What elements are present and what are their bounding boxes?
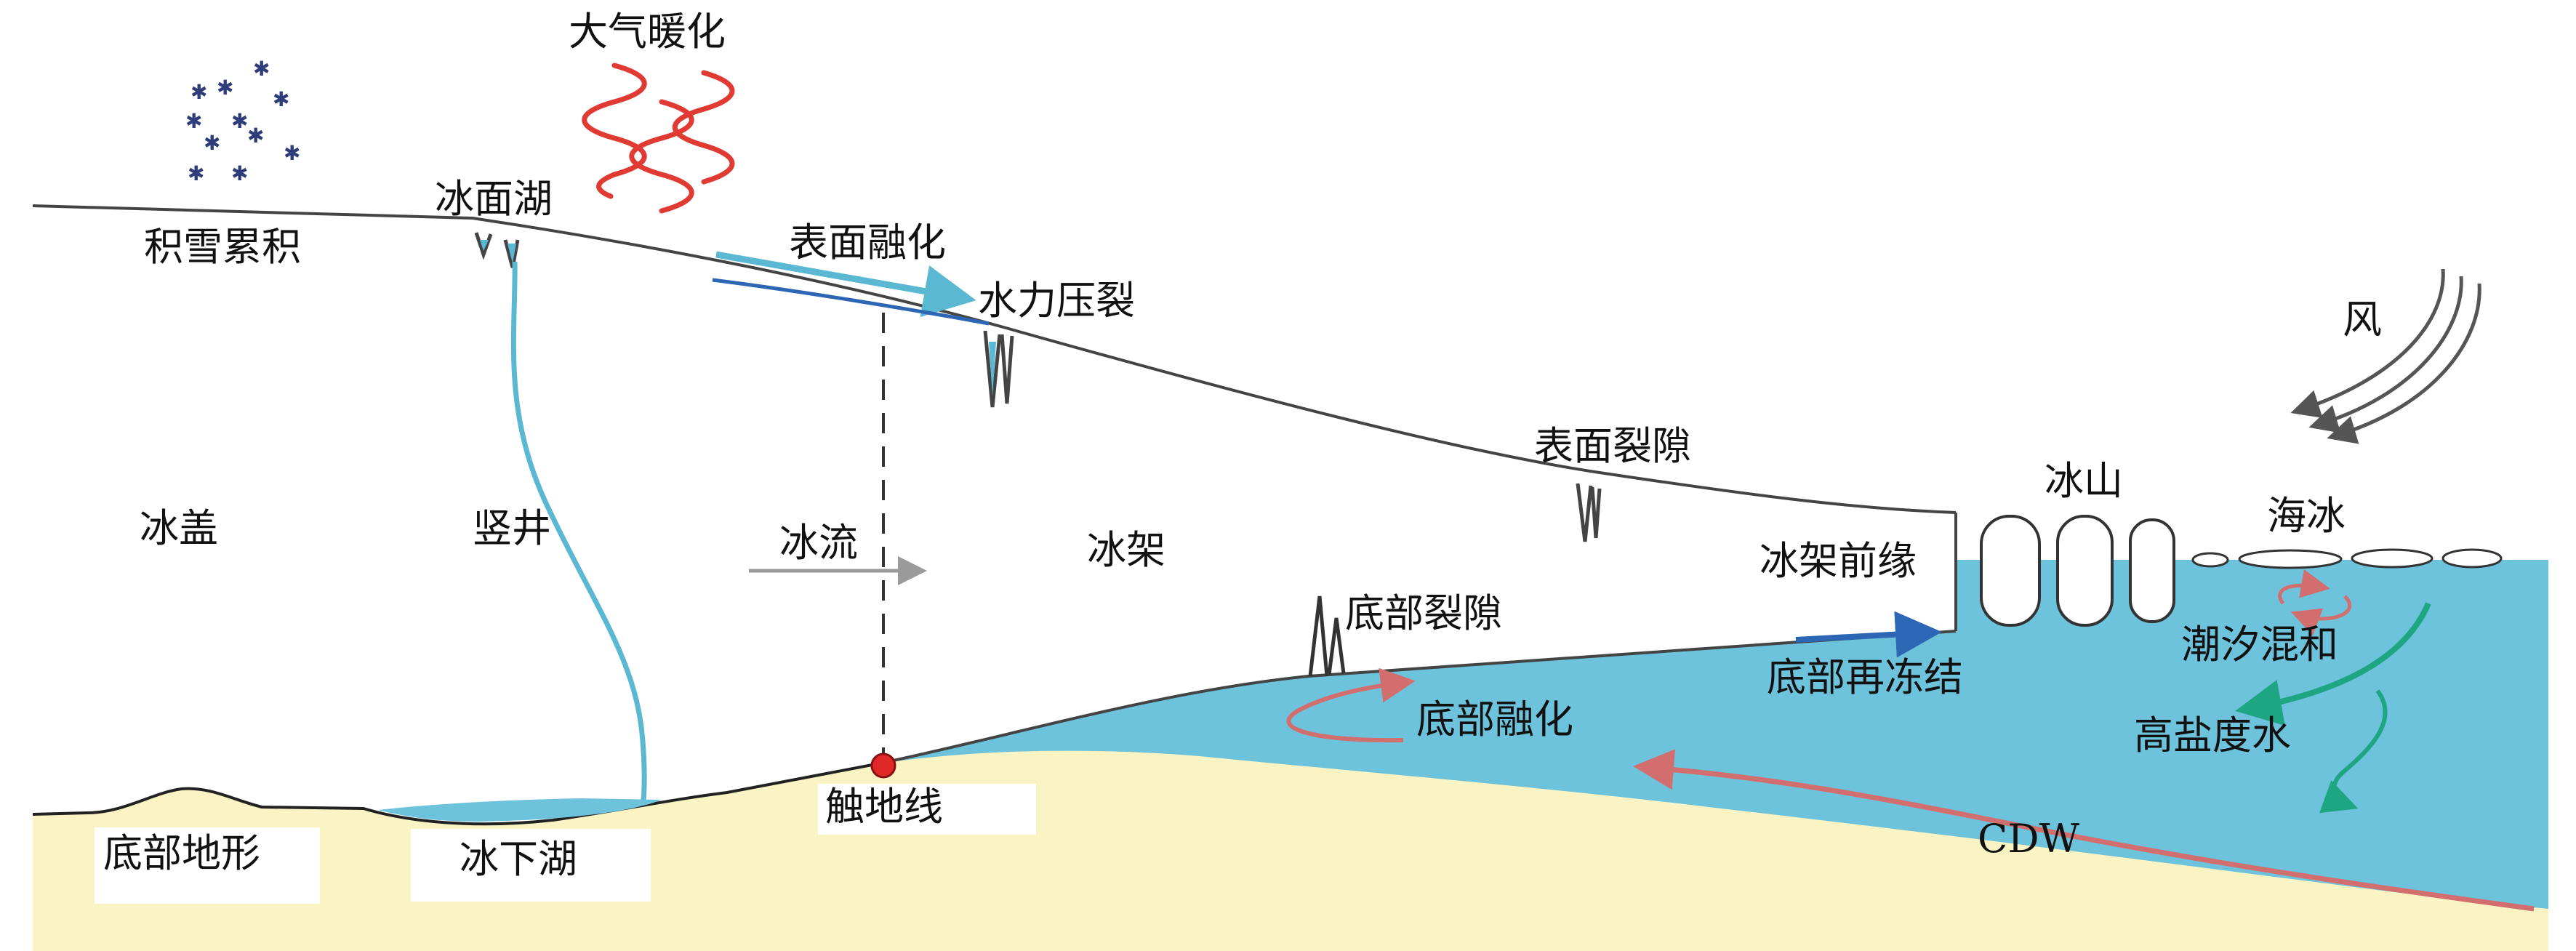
svg-text:✱: ✱ xyxy=(231,161,248,185)
svg-text:✱: ✱ xyxy=(284,141,300,165)
label-tidal-mixing: 潮汐混和 xyxy=(2181,622,2338,667)
label-high-salinity-water: 高盐度水 xyxy=(2134,713,2291,758)
surface-melt-arrow xyxy=(715,251,976,318)
moulin-channel xyxy=(510,261,647,800)
hydrofracture-crack xyxy=(983,330,1014,408)
label-moulin: 竖井 xyxy=(473,505,551,551)
sea-ice-floe xyxy=(2441,548,2503,569)
basal-melt-arrow xyxy=(1286,667,1416,743)
label-basal-crevasse: 底部裂隙 xyxy=(1345,590,1502,636)
ice-shelf-base xyxy=(879,630,1957,765)
iceberg-1 xyxy=(1980,515,2041,627)
ice-surface xyxy=(32,204,1957,514)
svg-text:✱: ✱ xyxy=(188,161,204,185)
label-ice-sheet: 冰盖 xyxy=(140,505,218,551)
svg-text:✱: ✱ xyxy=(231,109,248,133)
basal-crevasse-mark xyxy=(1308,595,1346,677)
svg-text:✱: ✱ xyxy=(273,87,289,111)
label-surface-melt: 表面融化 xyxy=(789,220,946,265)
label-subglacial-lake: 冰下湖 xyxy=(460,836,577,882)
label-grounding-line: 触地线 xyxy=(825,784,943,830)
label-snow-accumulation: 积雪累积 xyxy=(144,224,301,270)
cdw-arrow xyxy=(1633,749,2535,912)
high-salinity-arrow xyxy=(2235,602,2431,726)
bedrock xyxy=(33,750,2548,951)
wind-arrows-icon xyxy=(2290,268,2481,444)
label-ice-shelf: 冰架 xyxy=(1087,527,1165,573)
basal-refreezing-arrow xyxy=(1795,611,1942,658)
iceberg-3 xyxy=(2129,518,2175,623)
svg-text:✱: ✱ xyxy=(185,109,202,133)
snowflake-icon: ✱ ✱ ✱ ✱ ✱ ✱ ✱ ✱ ✱ ✱ ✱ xyxy=(185,57,300,185)
svg-text:✱: ✱ xyxy=(204,131,220,155)
sea-ice-floe xyxy=(2191,552,2229,568)
label-cdw: CDW xyxy=(1978,816,2080,862)
label-ice-shelf-front: 冰架前缘 xyxy=(1760,538,1917,584)
svg-text:✱: ✱ xyxy=(247,124,264,148)
label-bg-bed-topography xyxy=(95,827,320,904)
label-hydrofracture: 水力压裂 xyxy=(978,278,1135,324)
atmospheric-warming-icon xyxy=(582,63,735,214)
sea-ice-floe xyxy=(2351,548,2433,569)
tidal-mixing-arrow xyxy=(2290,595,2352,636)
label-atmospheric-warming: 大气暖化 xyxy=(569,9,726,55)
label-supraglacial-lake: 冰面湖 xyxy=(435,176,553,222)
label-sea-ice: 海冰 xyxy=(2267,493,2346,539)
sea-ice-floe xyxy=(2238,549,2343,569)
label-basal-melt: 底部融化 xyxy=(1416,697,1573,742)
svg-text:✱: ✱ xyxy=(253,57,270,81)
label-ice-flow: 冰流 xyxy=(779,520,858,566)
label-iceberg: 冰山 xyxy=(2045,458,2123,504)
label-bed-topography: 底部地形 xyxy=(103,830,260,876)
label-wind: 风 xyxy=(2343,297,2382,342)
hydrofracture-water xyxy=(989,342,996,396)
label-bg-subglacial-lake xyxy=(411,829,651,902)
label-basal-refreezing: 底部再冻结 xyxy=(1767,654,1963,700)
svg-text:✱: ✱ xyxy=(190,80,207,104)
tidal-mixing-arrow xyxy=(2278,569,2330,605)
high-salinity-arrow xyxy=(2319,689,2388,814)
label-surface-crevasse: 表面裂隙 xyxy=(1534,423,1691,469)
iceberg-2 xyxy=(2056,515,2114,627)
supraglacial-lake-water xyxy=(480,240,516,263)
subglacial-lake-water xyxy=(378,798,662,822)
surface-melt-film xyxy=(712,278,990,326)
surface-crevasse-mark xyxy=(1576,483,1602,542)
svg-text:✱: ✱ xyxy=(217,76,233,100)
grounding-point xyxy=(870,753,896,779)
label-bg-grounding-line xyxy=(818,784,1036,835)
